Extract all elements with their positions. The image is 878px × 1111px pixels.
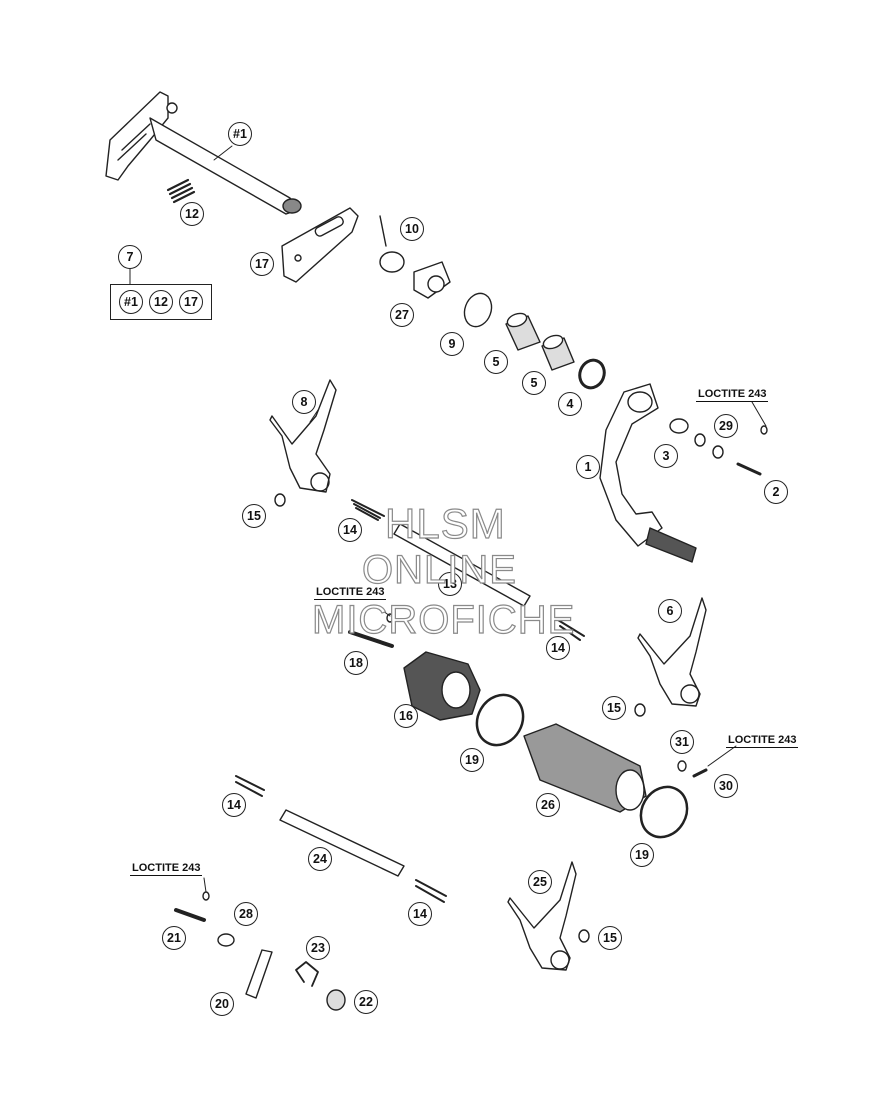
- pin-15-a: [274, 493, 286, 507]
- callout-31[interactable]: 31: [670, 730, 694, 754]
- needle-bearing-5b: [541, 334, 575, 371]
- callout-5a[interactable]: 5: [484, 350, 508, 374]
- callout-8[interactable]: 8: [292, 390, 316, 414]
- callout-14b[interactable]: 14: [546, 636, 570, 660]
- shift-rod-13: [393, 523, 531, 607]
- washer-28: [217, 933, 235, 947]
- callout-25[interactable]: 25: [528, 870, 552, 894]
- callout-16[interactable]: 16: [394, 704, 418, 728]
- callout-27[interactable]: 27: [390, 303, 414, 327]
- lever-20: [245, 949, 273, 999]
- callout-28[interactable]: 28: [234, 902, 258, 926]
- callout-15b[interactable]: 15: [602, 696, 626, 720]
- washer-3: [669, 418, 689, 434]
- callout-4[interactable]: 4: [558, 392, 582, 416]
- leader-lines: [129, 145, 767, 893]
- watermark-line-3: MICROFICHE: [311, 597, 576, 642]
- loctite-note-mid: LOCTITE 243: [314, 586, 387, 600]
- washer-small-a: [694, 433, 706, 447]
- watermark-line-2: ONLINE: [361, 547, 517, 592]
- callout-26[interactable]: 26: [536, 793, 560, 817]
- spring-14-d: [415, 879, 447, 903]
- kit-item-1[interactable]: #1: [119, 290, 143, 314]
- callout-3[interactable]: 3: [654, 444, 678, 468]
- callout-5b[interactable]: 5: [522, 371, 546, 395]
- callout-h1[interactable]: #1: [228, 122, 252, 146]
- pin-15-c: [578, 929, 590, 943]
- callout-9[interactable]: 9: [440, 332, 464, 356]
- spring-14-c: [235, 775, 265, 797]
- shift-lever-1: [599, 383, 697, 563]
- loctite-note-top: LOCTITE 243: [696, 388, 769, 402]
- spring-12: [166, 178, 196, 204]
- callout-14a[interactable]: 14: [338, 518, 362, 542]
- screw-30: [692, 768, 708, 778]
- callout-12[interactable]: 12: [180, 202, 204, 226]
- callout-14c[interactable]: 14: [222, 793, 246, 817]
- callout-19a[interactable]: 19: [460, 748, 484, 772]
- circlip-line: [379, 215, 387, 247]
- callout-29[interactable]: 29: [714, 414, 738, 438]
- roller-22: [326, 989, 346, 1011]
- callout-7[interactable]: 7: [118, 245, 142, 269]
- callout-17[interactable]: 17: [250, 252, 274, 276]
- callout-18[interactable]: 18: [344, 651, 368, 675]
- shift-drum-26: [523, 723, 647, 813]
- shift-fork-25: [507, 861, 577, 971]
- washer-9: [463, 292, 493, 328]
- watermark-line-1: HLSM: [384, 499, 506, 547]
- callout-10[interactable]: 10: [400, 217, 424, 241]
- seal-4: [578, 358, 606, 390]
- shift-shaft: [105, 91, 302, 215]
- loctite-drop-low: [202, 891, 210, 901]
- callout-24[interactable]: 24: [308, 847, 332, 871]
- guide-plate-17: [281, 207, 359, 283]
- screw-2: [736, 462, 762, 476]
- callout-6[interactable]: 6: [658, 599, 682, 623]
- bearing-19-a: [475, 693, 525, 747]
- callout-15a[interactable]: 15: [242, 504, 266, 528]
- pin-15-b: [634, 703, 646, 717]
- spring-14-a: [351, 499, 385, 521]
- callout-30[interactable]: 30: [714, 774, 738, 798]
- loctite-note-bottom: LOCTITE 243: [130, 862, 203, 876]
- screw-18: [348, 630, 394, 648]
- callout-15c[interactable]: 15: [598, 926, 622, 950]
- callout-21[interactable]: 21: [162, 926, 186, 950]
- kit-item-3[interactable]: 17: [179, 290, 203, 314]
- loctite-drop-top: [760, 425, 768, 435]
- callout-19b[interactable]: 19: [630, 843, 654, 867]
- loctite-note-right: LOCTITE 243: [726, 734, 799, 748]
- callout-14d[interactable]: 14: [408, 902, 432, 926]
- callout-22[interactable]: 22: [354, 990, 378, 1014]
- kit-contents-box: #1 12 17: [110, 284, 212, 320]
- loctite-drop-mid: [386, 613, 394, 623]
- spring-23: [295, 961, 319, 987]
- kit-item-2[interactable]: 12: [149, 290, 173, 314]
- shift-drum-locating-16: [403, 651, 481, 721]
- callout-23[interactable]: 23: [306, 936, 330, 960]
- callout-1[interactable]: 1: [576, 455, 600, 479]
- callout-20[interactable]: 20: [210, 992, 234, 1016]
- screw-21: [174, 908, 206, 922]
- circlip-10: [379, 251, 405, 273]
- needle-bearing-5a: [505, 312, 541, 351]
- bushing-27: [413, 261, 451, 299]
- callout-13[interactable]: 13: [438, 572, 462, 596]
- washer-31: [677, 760, 687, 772]
- washer-small-b: [712, 445, 724, 459]
- callout-2[interactable]: 2: [764, 480, 788, 504]
- bearing-19-b: [639, 785, 689, 839]
- shift-rod-24: [279, 809, 405, 877]
- shift-fork-6: [637, 597, 707, 707]
- spring-14-b: [557, 619, 585, 641]
